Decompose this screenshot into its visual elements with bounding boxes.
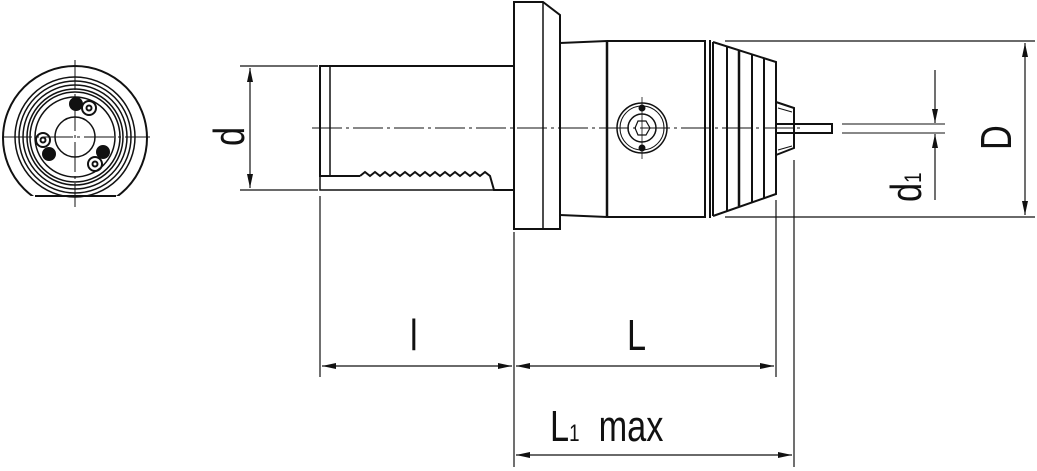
dim-label-L1-max: L1 max [550,405,663,449]
dim-label-L1-main: L [550,402,570,451]
dim-label-d: d [205,126,254,146]
dim-label-D: D [972,125,1021,150]
dimension-lines [240,40,1035,467]
dim-label-d1: d1 [882,172,931,202]
dim-label-L1-sub: 1 [569,420,580,447]
end-view [2,60,150,207]
thread [359,170,514,191]
dim-label-l: l [410,311,418,360]
dim-label-L: L [627,311,647,360]
dim-label-d1-main: d [882,182,931,202]
dim-label-d1-sub: 1 [900,172,927,183]
dim-label-L1-suffix: max [598,402,664,451]
side-view [312,1,945,230]
